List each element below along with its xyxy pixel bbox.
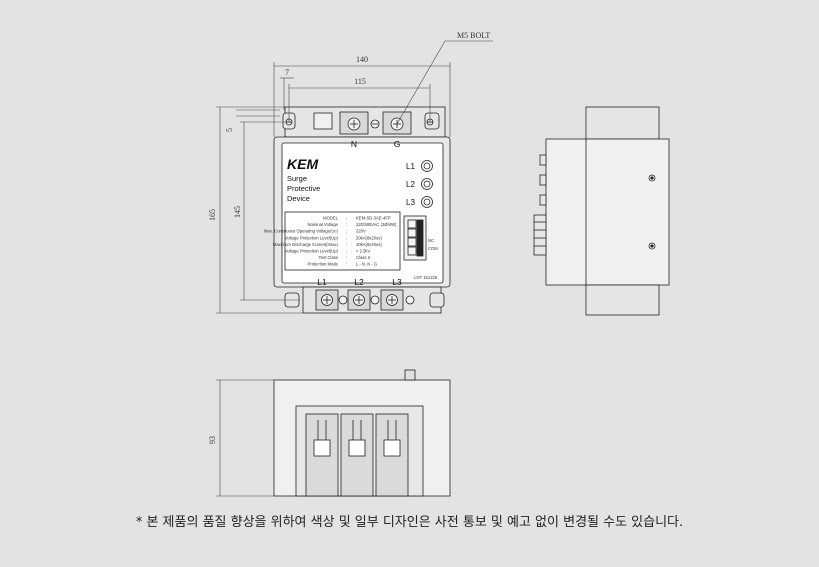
dim-165: 165 xyxy=(208,209,217,221)
spec-label: Voltage Protection Level(Up) xyxy=(285,235,339,240)
spec-value: 40kA(8x20us) xyxy=(356,242,382,247)
relay-label-nc: NC xyxy=(428,238,434,243)
spec-value: Class II xyxy=(356,255,370,260)
footnote: * 본 제품의 품질 향상을 위하여 색상 및 일부 디자인은 사전 통보 및 … xyxy=(135,515,684,530)
bottom-dimension-lines xyxy=(216,379,274,497)
terminal-label-l1: L1 xyxy=(317,277,327,287)
side-view xyxy=(533,106,670,316)
spec-value: L - N, N - G xyxy=(356,262,377,267)
spec-separator: : xyxy=(346,255,347,260)
terminal-label-l2: L2 xyxy=(354,277,364,287)
dim-93: 93 xyxy=(208,436,217,444)
indicator-label-l1: L1 xyxy=(406,162,415,171)
spec-separator: : xyxy=(346,229,347,234)
dim-115: 115 xyxy=(354,77,366,86)
front-view xyxy=(273,106,451,314)
title-line-2: Protective xyxy=(287,184,320,193)
spec-label: Maximum Discharge Current(Imax) xyxy=(273,242,339,247)
front-dimension-lines xyxy=(216,40,493,314)
spec-value: KEM-SD-3AE-4FP xyxy=(356,216,391,221)
dim-145: 145 xyxy=(233,206,242,218)
spec-value: < 2.5kV xyxy=(356,249,371,254)
lot-number: LOT 151228 xyxy=(414,275,438,280)
spec-label: Voltage Protection Level(Up) xyxy=(285,249,339,254)
spec-separator: : xyxy=(346,222,347,227)
spec-label: Protection Mode xyxy=(308,262,339,267)
spec-label: Nominal Voltage xyxy=(308,222,339,227)
spec-rows: MODEL: KEM-SD-3AE-4FP Nominal Voltage: 220/… xyxy=(264,216,397,267)
spec-table xyxy=(284,211,401,271)
spec-separator: : xyxy=(346,216,347,221)
title-line-1: Surge xyxy=(287,174,307,183)
dim-140: 140 xyxy=(356,55,368,64)
relay-label-com: COM xyxy=(428,246,438,251)
bottom-view xyxy=(273,369,451,497)
terminal-label-g: G xyxy=(394,139,401,149)
spec-value: 20kA(8x20us) xyxy=(356,235,382,240)
bolt-label: M5 BOLT xyxy=(457,31,490,40)
dim-5: 5 xyxy=(225,128,234,132)
terminal-label-n: N xyxy=(351,139,357,149)
spec-label: Test Class xyxy=(319,255,338,260)
spec-separator: : xyxy=(346,249,347,254)
terminal-label-l3: L3 xyxy=(392,277,402,287)
spec-value: 320V xyxy=(356,229,366,234)
spec-separator: : xyxy=(346,262,347,267)
spec-separator: : xyxy=(346,235,347,240)
title-line-3: Device xyxy=(287,194,310,203)
brand-logo: KEM xyxy=(287,156,318,172)
indicator-label-l3: L3 xyxy=(406,198,415,207)
dim-7: 7 xyxy=(285,68,289,77)
spec-separator: : xyxy=(346,242,347,247)
indicator-label-l2: L2 xyxy=(406,180,415,189)
spec-label: MODEL xyxy=(323,216,339,221)
spec-value: 220/380VAC (3Ø/4W) xyxy=(356,222,397,227)
spec-label: Max. Continuous Operating Voltage(Uc) xyxy=(264,229,339,234)
